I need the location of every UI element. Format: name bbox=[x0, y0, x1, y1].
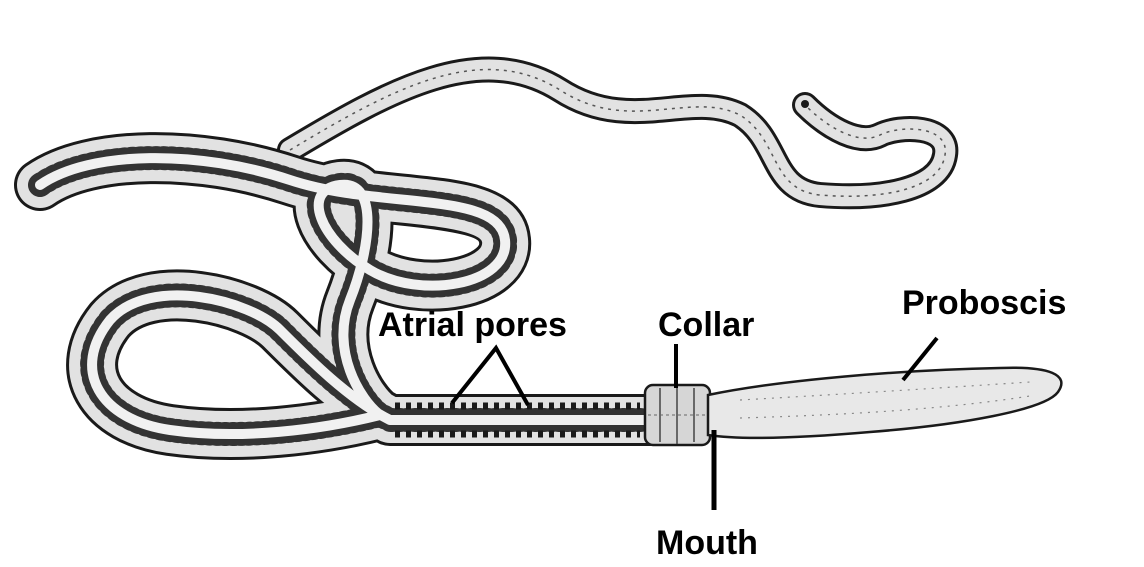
mouth-label: Mouth bbox=[656, 526, 758, 560]
collar-region bbox=[645, 385, 710, 445]
tail-tip-dot bbox=[801, 100, 809, 108]
proboscis-shape bbox=[708, 368, 1061, 438]
proboscis-label: Proboscis bbox=[902, 286, 1066, 320]
atrial-pores-label: Atrial pores bbox=[378, 308, 567, 342]
collar-label: Collar bbox=[658, 308, 754, 342]
